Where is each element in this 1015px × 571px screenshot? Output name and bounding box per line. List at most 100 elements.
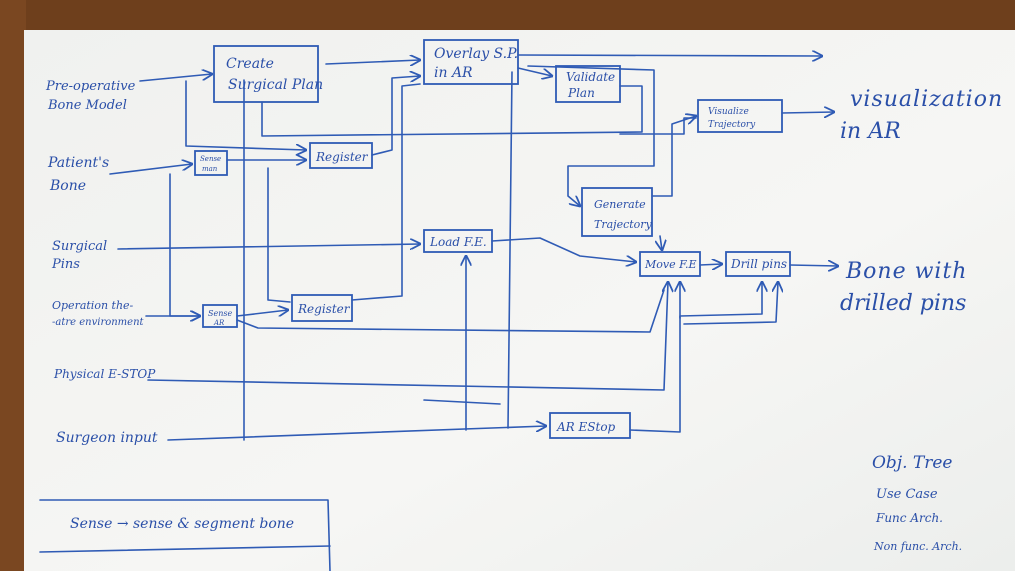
- inputs: Pre-operative Bone Model Patient's Bone …: [45, 79, 158, 446]
- legend-text: Sense → sense & segment bone: [70, 516, 294, 532]
- arrow-generate-to-move: [660, 235, 662, 250]
- overlay-box: [423, 39, 519, 85]
- svg-text:Plan: Plan: [567, 86, 595, 100]
- loop-validate-to-plan: [261, 85, 643, 137]
- blocks: Create Surgical Plan Overlay S.P. in AR …: [194, 39, 791, 439]
- svg-text:Bone Model: Bone Model: [47, 98, 127, 113]
- output-bone-pins-2: drilled pins: [840, 291, 966, 316]
- overlay-label-2: in AR: [434, 65, 473, 81]
- validate-box: [555, 65, 621, 103]
- load-fe-label: Load F.E.: [429, 235, 487, 249]
- svg-text:Patient's: Patient's: [47, 155, 109, 171]
- svg-text:Validate: Validate: [566, 70, 615, 84]
- move-fe-label: Move F.E: [644, 258, 697, 271]
- arrow-plan-to-overlay: [325, 60, 420, 64]
- legend-border: [39, 499, 331, 571]
- input-estop: Physical E-STOP: [53, 367, 156, 381]
- input-bone-model-1: Pre-operative: [45, 79, 136, 94]
- svg-text:in AR: in AR: [840, 119, 901, 144]
- svg-text:Bone with: Bone with: [845, 259, 967, 284]
- arrow-validate-to-visualize: [619, 117, 697, 135]
- svg-text:Visualize: Visualize: [708, 107, 749, 117]
- arrow-estop-to-move: [147, 282, 668, 391]
- legend: Sense → sense & segment bone: [39, 499, 331, 571]
- input-bone-model-2: Bone Model: [47, 98, 127, 113]
- sense-man-box: [194, 150, 228, 176]
- note-non-func-arch: Non func. Arch.: [873, 540, 962, 553]
- svg-text:in AR: in AR: [434, 65, 473, 81]
- generate-box: [581, 187, 653, 237]
- trunk-middle: [507, 71, 513, 429]
- legend-divider: [39, 545, 331, 553]
- input-environment-2: -atre environment: [52, 317, 145, 328]
- create-plan-label-2: Surgical Plan: [228, 77, 323, 93]
- wire-register-chain: [267, 167, 291, 303]
- generate-label-2: Trajectory: [594, 218, 653, 231]
- input-surgeon: Surgeon input: [56, 430, 158, 446]
- output-visualization-1: visualization: [850, 87, 1003, 112]
- svg-text:Sense: Sense: [208, 309, 232, 318]
- note-obj-tree: Obj. Tree: [872, 453, 952, 473]
- outputs: visualization in AR Bone with drilled pi…: [840, 87, 1003, 316]
- drill-box: [725, 251, 791, 277]
- register-bottom-label: Register: [297, 302, 351, 316]
- arrow-pins-to-load: [117, 244, 420, 250]
- input-patient-bone-2: Bone: [49, 178, 86, 194]
- arrow-bone-to-register: [185, 80, 306, 150]
- wire-estop-bridge: [423, 399, 501, 405]
- overlay-label-1: Overlay S.P.: [434, 46, 518, 62]
- register-bottom-box: [291, 294, 353, 322]
- generate-label-1: Generate: [594, 198, 646, 211]
- sense-man-label-2: man: [202, 165, 218, 173]
- svg-text:-atre environment: -atre environment: [52, 317, 145, 328]
- ar-estop-box: [549, 412, 631, 439]
- svg-text:man: man: [202, 165, 218, 173]
- arrow-to-drill-2: [683, 282, 778, 325]
- arrow-overlay-to-validate: [517, 67, 552, 76]
- wire-env-to-move: [236, 289, 665, 333]
- input-environment-1: Operation the-: [52, 299, 134, 312]
- arrow-visualize-out: [781, 112, 834, 113]
- input-surgical-pins-1: Surgical: [52, 239, 107, 254]
- svg-text:Pre-operative: Pre-operative: [45, 79, 136, 94]
- svg-text:Surgical Plan: Surgical Plan: [228, 77, 323, 93]
- connections: [109, 55, 838, 441]
- input-patient-bone-1: Patient's: [47, 155, 109, 171]
- arrow-overlay-out: [517, 55, 822, 56]
- svg-text:Pins: Pins: [51, 257, 80, 272]
- sense-ar-label-1: Sense: [208, 309, 232, 318]
- svg-text:AR: AR: [213, 319, 225, 327]
- arrow-register-to-overlay: [371, 76, 420, 156]
- svg-text:drilled pins: drilled pins: [840, 291, 966, 316]
- validate-label-2: Plan: [567, 86, 595, 100]
- svg-text:visualization: visualization: [850, 87, 1003, 112]
- visualize-label-2: Trajectory: [708, 120, 756, 130]
- arrow-to-generate: [527, 65, 655, 206]
- svg-text:Overlay S.P.: Overlay S.P.: [434, 46, 518, 62]
- arrow-register2-to-overlay: [351, 83, 421, 301]
- svg-text:Sense: Sense: [200, 155, 221, 163]
- svg-text:Bone: Bone: [49, 178, 86, 194]
- svg-text:Trajectory: Trajectory: [594, 218, 653, 231]
- notes-list: Obj. Tree Use Case Func Arch. Non func. …: [872, 453, 962, 553]
- create-plan-label-1: Create: [226, 56, 274, 72]
- move-fe-box: [639, 251, 701, 277]
- ar-estop-label: AR EStop: [556, 420, 616, 434]
- svg-text:Surgical: Surgical: [52, 239, 107, 254]
- arrow-sense-to-register2: [236, 310, 288, 317]
- arrow-load-to-move: [491, 237, 636, 262]
- sense-ar-label-2: AR: [213, 319, 225, 327]
- svg-text:Create: Create: [226, 56, 274, 72]
- arrow-move-to-drill: [699, 264, 722, 265]
- visualize-label-1: Visualize: [708, 107, 749, 117]
- arrow-bone-to-plan: [139, 74, 212, 82]
- drill-label: Drill pins: [730, 257, 787, 271]
- output-bone-pins-1: Bone with: [845, 259, 967, 284]
- arrow-drill-out: [789, 265, 838, 266]
- create-plan-box: [213, 45, 319, 103]
- input-surgical-pins-2: Pins: [51, 257, 80, 272]
- note-use-case: Use Case: [876, 487, 938, 502]
- svg-text:Operation the-: Operation the-: [52, 299, 134, 312]
- arrow-surgeon-to-arestop: [167, 426, 546, 441]
